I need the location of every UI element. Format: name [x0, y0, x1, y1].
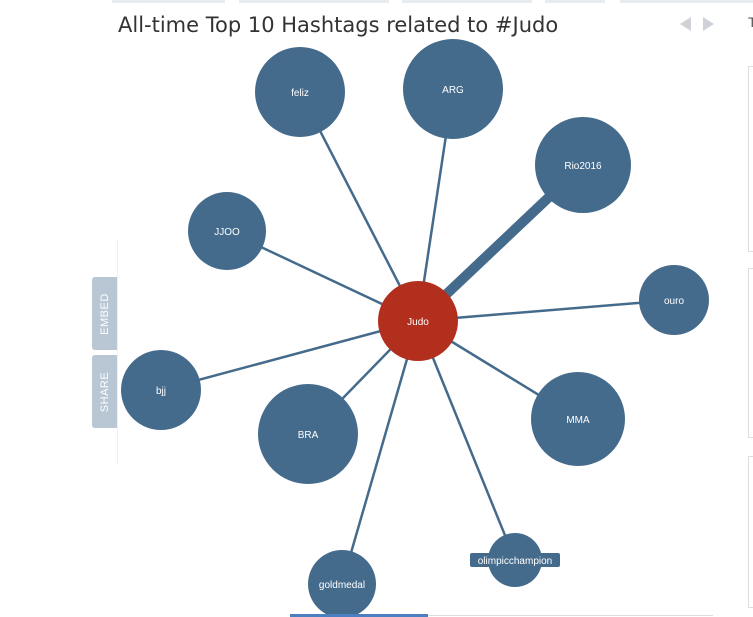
node-ouro-label: ouro	[664, 296, 684, 307]
node-feliz-label: feliz	[291, 88, 309, 99]
node-olimpicchampion-label: olimpicchampion	[478, 556, 552, 567]
node-jjoo-circle	[188, 192, 266, 270]
node-jjoo-label: JJOO	[214, 227, 240, 238]
top-strip	[112, 0, 225, 3]
node-center-judo-label: Judo	[407, 317, 429, 328]
edge-goldmedal	[340, 320, 420, 585]
node-feliz[interactable]: feliz	[255, 47, 345, 137]
node-rio2016-circle	[535, 117, 631, 213]
node-arg[interactable]: ARG	[403, 39, 503, 139]
node-bra[interactable]: BRA	[258, 384, 358, 484]
prev-arrow-icon[interactable]	[680, 17, 691, 31]
page-title: All-time Top 10 Hashtags related to #Jud…	[118, 13, 559, 37]
edge-bjj	[160, 319, 419, 392]
right-panel	[748, 66, 753, 252]
node-ouro[interactable]: ouro	[639, 265, 709, 335]
tab-indicator	[290, 614, 428, 617]
next-arrow-icon[interactable]	[703, 17, 714, 31]
divider	[428, 615, 713, 616]
node-mma[interactable]: MMA	[531, 372, 625, 466]
share-tab[interactable]: SHARE	[92, 355, 117, 428]
node-mma-label: MMA	[566, 415, 590, 426]
divider	[117, 240, 118, 465]
top-strip	[620, 0, 753, 3]
node-bjj-circle	[121, 350, 201, 430]
node-bjj-label: bjj	[156, 386, 166, 397]
node-goldmedal-label: goldmedal	[319, 580, 365, 591]
node-rio2016-label: Rio2016	[564, 161, 602, 172]
node-mma-circle	[531, 372, 625, 466]
edge-ouro	[417, 298, 675, 323]
right-panel	[748, 456, 753, 608]
node-arg-label: ARG	[442, 85, 464, 96]
node-olimpicchampion-label-bg	[470, 553, 560, 567]
node-rio2016[interactable]: Rio2016	[535, 117, 631, 213]
node-center-judo[interactable]: Judo	[378, 281, 458, 361]
node-olimpicchampion[interactable]: olimpicchampion	[470, 533, 560, 587]
node-goldmedal-circle	[308, 550, 376, 617]
embed-tab[interactable]: EMBED	[92, 277, 117, 350]
node-arg-circle	[403, 39, 503, 139]
right-panel-title-fragment: T	[748, 14, 753, 30]
node-goldmedal[interactable]: goldmedal	[308, 550, 376, 617]
node-jjoo[interactable]: JJOO	[188, 192, 266, 270]
top-strip	[545, 0, 605, 3]
right-panel	[748, 268, 753, 438]
edge-olimpicchampion	[416, 320, 517, 561]
node-center-judo-circle	[378, 281, 458, 361]
node-bra-label: BRA	[298, 430, 319, 441]
top-strip	[239, 0, 389, 3]
node-ouro-circle	[639, 265, 709, 335]
node-feliz-circle	[255, 47, 345, 137]
node-bra-circle	[258, 384, 358, 484]
top-strip	[402, 0, 532, 3]
node-bjj[interactable]: bjj	[121, 350, 201, 430]
